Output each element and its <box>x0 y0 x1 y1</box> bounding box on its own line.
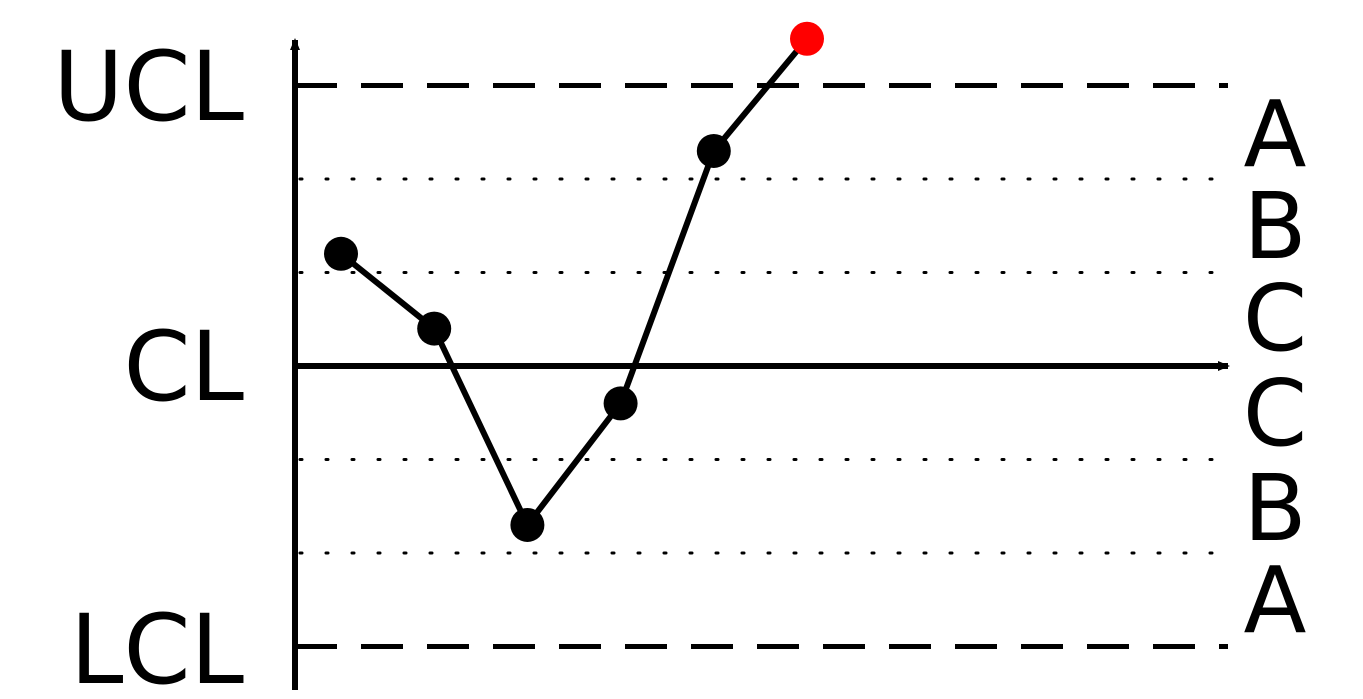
data-point-1 <box>324 236 358 271</box>
data-point-2 <box>417 311 452 346</box>
zone-label-b-lower: B <box>1243 455 1306 562</box>
data-point-3 <box>510 507 545 542</box>
lcl-label: LCL <box>70 594 244 699</box>
cl-label: CL <box>123 311 244 423</box>
zone-label-c-upper: C <box>1243 265 1307 372</box>
zone-label-b-upper: B <box>1243 173 1306 280</box>
ucl-label: UCL <box>53 31 244 143</box>
data-point-5 <box>696 133 731 168</box>
zone-label-c-lower: C <box>1243 360 1307 467</box>
series-line <box>339 36 810 528</box>
zone-label-a-lower: A <box>1244 547 1307 654</box>
zone-label-a-upper: A <box>1244 81 1307 188</box>
data-point-4 <box>603 386 638 421</box>
data-point-6 <box>790 21 824 56</box>
